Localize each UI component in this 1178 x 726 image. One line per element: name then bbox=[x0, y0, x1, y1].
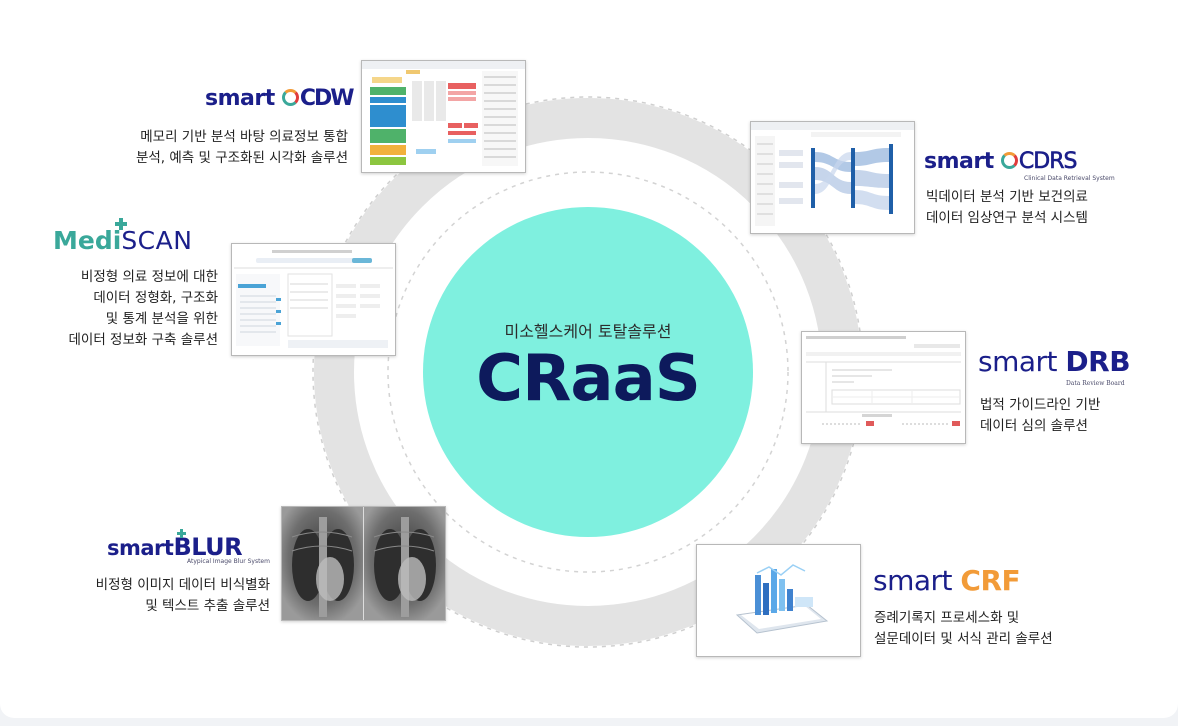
smart-cdrs-screenshot bbox=[750, 121, 915, 234]
smart-cdrs-logo: smart CDRS Clinical Data Retrieval Syste… bbox=[924, 149, 1115, 182]
description-line: 비정형 의료 정보에 대한 bbox=[80, 269, 218, 285]
cross-circle-logo-icon bbox=[1000, 152, 1018, 169]
description-line: 비정형 이미지 데이터 비식별화 bbox=[95, 577, 270, 593]
smart-blur-logo: smartBLUR Atypical Image Blur System bbox=[107, 529, 270, 565]
cdw-dashboard-thumbnail bbox=[362, 61, 525, 166]
logo-prefix: smart bbox=[205, 86, 282, 111]
logo-suffix: BLUR bbox=[173, 533, 243, 561]
crf-tablet-thumbnail bbox=[735, 564, 829, 634]
logo-suffix: SCAN bbox=[121, 226, 193, 255]
description-line: 데이터 임상연구 분석 시스템 bbox=[926, 210, 1088, 226]
plus-logo-icon bbox=[115, 218, 127, 230]
chest-xray-thumbnail bbox=[282, 507, 445, 620]
description-line: 빅데이터 분석 기반 보건의료 bbox=[926, 189, 1088, 205]
mediscan-form-thumbnail bbox=[234, 250, 393, 348]
cross-circle-logo-icon bbox=[281, 89, 299, 106]
center-label: 미소헬스케어 토탈솔루션 CRaaS bbox=[423, 300, 753, 440]
description-line: 및 텍스트 추출 솔루션 bbox=[145, 598, 270, 614]
inner-dashed-ring bbox=[387, 171, 789, 573]
plus-logo-icon bbox=[177, 529, 186, 538]
drb-table-thumbnail bbox=[806, 336, 961, 426]
description-line: 분석, 예측 및 구조화된 시각화 솔루션 bbox=[135, 150, 348, 166]
logo-prefix: smart bbox=[924, 149, 1001, 174]
mediscan-screenshot bbox=[231, 243, 396, 356]
description-line: 메모리 기반 분석 바탕 의료정보 통합 bbox=[140, 129, 348, 145]
mediscan-logo: MediSCAN bbox=[53, 218, 193, 255]
smart-drb-screenshot bbox=[801, 331, 966, 444]
logo-suffix: DRB bbox=[1065, 345, 1131, 378]
smart-crf-description: 증례기록지 프로세스화 및 설문데이터 및 서식 관리 솔루션 bbox=[874, 608, 1053, 650]
description-line: 데이터 정형화, 구조화 bbox=[93, 290, 218, 306]
smart-blur-description: 비정형 이미지 데이터 비식별화 및 텍스트 추출 솔루션 bbox=[60, 575, 270, 617]
logo-prefix: Medi bbox=[53, 226, 122, 255]
smart-blur-screenshot bbox=[281, 506, 446, 621]
center-title: CRaaS bbox=[476, 342, 701, 416]
logo-prefix: smart bbox=[107, 536, 174, 560]
logo-prefix: smart bbox=[978, 345, 1066, 378]
description-line: 증례기록지 프로세스화 및 bbox=[874, 610, 1020, 626]
cdrs-sankey-thumbnail bbox=[751, 122, 914, 226]
mediscan-description: 비정형 의료 정보에 대한 데이터 정형화, 구조화 및 통계 분석을 위한 데… bbox=[20, 267, 219, 351]
description-line: 데이터 정보화 구축 솔루션 bbox=[68, 332, 219, 348]
center-circle bbox=[423, 207, 753, 537]
description-line: 설문데이터 및 서식 관리 솔루션 bbox=[874, 631, 1053, 647]
smart-cdrs-description: 빅데이터 분석 기반 보건의료 데이터 임상연구 분석 시스템 bbox=[926, 187, 1088, 229]
description-line: 데이터 심의 솔루션 bbox=[980, 418, 1088, 434]
logo-suffix: CRF bbox=[960, 564, 1021, 597]
smart-cdw-logo: smart CDW bbox=[205, 86, 355, 111]
smart-crf-logo: smart CRF bbox=[873, 564, 1021, 597]
description-line: 법적 가이드라인 기반 bbox=[980, 397, 1101, 413]
description-line: 및 통계 분석을 위한 bbox=[105, 311, 218, 327]
smart-cdw-description: 메모리 기반 분석 바탕 의료정보 통합 분석, 예측 및 구조화된 시각화 솔… bbox=[108, 127, 348, 169]
smart-drb-description: 법적 가이드라인 기반 데이터 심의 솔루션 bbox=[980, 395, 1100, 437]
logo-subtitle: Clinical Data Retrieval System bbox=[1024, 175, 1115, 182]
logo-suffix: CDW bbox=[299, 86, 355, 111]
logo-suffix: CDRS bbox=[1018, 149, 1078, 175]
smart-crf-screenshot bbox=[696, 544, 861, 657]
logo-prefix: smart bbox=[873, 564, 961, 597]
logo-subtitle: Atypical Image Blur System bbox=[187, 558, 270, 565]
smart-drb-logo: smart DRB Data Review Board bbox=[978, 345, 1131, 387]
smart-cdw-screenshot bbox=[361, 60, 526, 173]
logo-subtitle: Data Review Board bbox=[1066, 380, 1125, 387]
center-subtitle: 미소헬스케어 토탈솔루션 bbox=[504, 322, 672, 341]
